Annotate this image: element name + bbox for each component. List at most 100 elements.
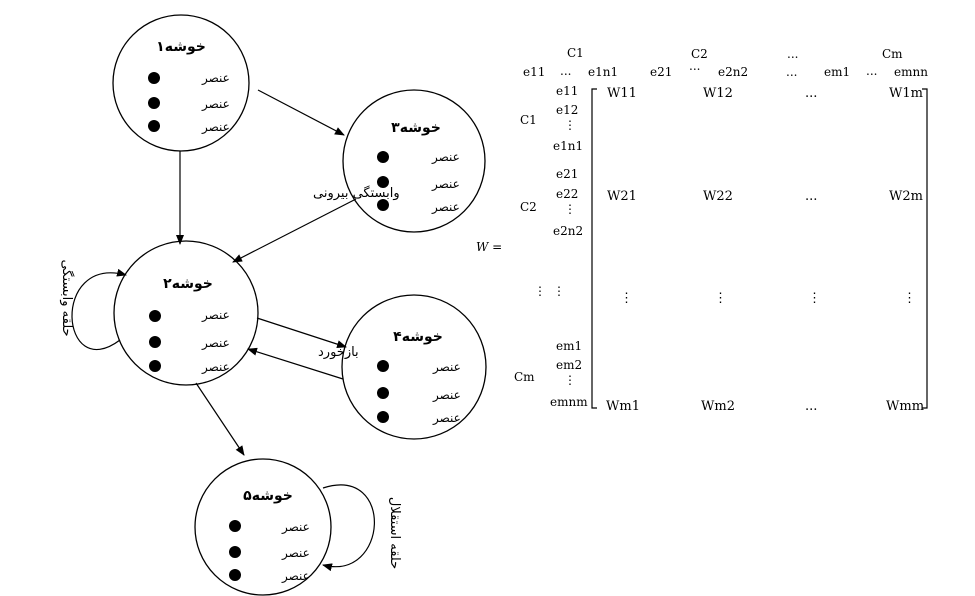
matrix-cell: ...: [805, 86, 817, 101]
col-element-header: e2n2: [718, 65, 748, 79]
element-dot: [377, 176, 389, 188]
element-dot: [377, 360, 389, 372]
col-cluster-header: C2: [691, 47, 708, 61]
element-label: عنصر: [431, 200, 460, 215]
matrix-cell: Wmm: [886, 399, 924, 414]
element-dot: [148, 120, 160, 132]
row-element-label: ⋮: [564, 202, 576, 216]
element-label: عنصر: [431, 150, 460, 165]
element-dot: [377, 387, 389, 399]
row-cluster-label: C1: [520, 113, 537, 127]
element-label: عنصر: [201, 308, 230, 323]
matrix-cell: W22: [703, 189, 733, 204]
independence-loop-label: حلقه استقلال: [387, 497, 402, 569]
col-element-header: e21: [650, 65, 672, 79]
col-cluster-header: ...: [787, 47, 798, 61]
cluster-4: خوشه۴ عنصر عنصر عنصر: [341, 294, 487, 440]
matrix-cell: ⋮: [903, 291, 916, 306]
col-cluster-header: Cm: [882, 47, 903, 61]
matrix-cell: ⋮: [714, 291, 727, 306]
col-element-header: em1: [824, 65, 850, 79]
col-element-header: e11: [523, 65, 545, 79]
cluster-1: خوشه۱ عنصر عنصر عنصر: [112, 14, 250, 152]
element-label: عنصر: [281, 546, 310, 561]
supermatrix: W = C1 C2 ... Cm e11 ... e1n1 e21 ... e2…: [476, 46, 928, 414]
element-label: عنصر: [201, 97, 230, 112]
matrix-left-bracket: [591, 88, 597, 409]
row-element-label: e22: [556, 187, 578, 201]
loop-c5: [322, 484, 375, 572]
matrix-cell: ...: [805, 189, 817, 204]
element-label: عنصر: [281, 520, 310, 535]
element-dot: [229, 569, 241, 581]
edge-c3-c2: [232, 198, 357, 263]
element-label: عنصر: [201, 71, 230, 86]
row-element-label: ⋮: [564, 373, 576, 387]
cluster-5-title: خوشه۵: [243, 488, 293, 504]
edge-c4-c2: [247, 347, 344, 380]
element-dot: [148, 72, 160, 84]
row-element-dots: ⋮: [553, 284, 565, 298]
col-element-header: ...: [786, 65, 797, 79]
matrix-cell: W2m: [889, 189, 923, 204]
cluster-5-circle: [194, 458, 332, 596]
row-cluster-label: Cm: [514, 370, 535, 384]
element-dot: [377, 199, 389, 211]
matrix-cell: Wm2: [701, 399, 735, 414]
edge-c2-c4: [256, 317, 347, 349]
matrix-cell: ⋮: [808, 291, 821, 306]
row-cluster-label: ⋮: [534, 284, 546, 298]
edge-c2-c5: [195, 382, 245, 456]
matrix-symbol: W =: [476, 240, 502, 254]
row-element-label: e11: [556, 84, 578, 98]
matrix-right-bracket: [922, 88, 928, 409]
cluster-3: خوشه۳ عنصر عنصر عنصر: [342, 89, 486, 233]
col-element-header: ...: [866, 64, 877, 78]
dependence-loop-label: حلقه وابستگی: [59, 259, 75, 336]
cluster-2-title: خوشه۲: [163, 276, 213, 292]
element-label: عنصر: [432, 360, 461, 375]
matrix-cell: W1m: [889, 86, 923, 101]
matrix-cell: W11: [607, 86, 637, 101]
loop-c2: [71, 268, 127, 350]
element-dot: [149, 336, 161, 348]
element-dot: [149, 360, 161, 372]
cluster-4-title: خوشه۴: [393, 329, 443, 345]
element-label: عنصر: [432, 411, 461, 426]
cluster-2: خوشه۲ عنصر عنصر عنصر: [113, 240, 259, 386]
col-element-header: e1n1: [588, 65, 618, 79]
element-dot: [229, 546, 241, 558]
element-label: عنصر: [201, 120, 230, 135]
matrix-cell: W12: [703, 86, 733, 101]
element-label: عنصر: [281, 569, 310, 584]
cluster-3-title: خوشه۳: [391, 120, 441, 136]
row-element-label: e12: [556, 103, 578, 117]
matrix-cell: ⋮: [620, 291, 633, 306]
element-dot: [377, 151, 389, 163]
row-element-label: emnm: [550, 395, 588, 409]
element-label: عنصر: [201, 336, 230, 351]
row-element-label: e21: [556, 167, 578, 181]
row-element-label: e1n1: [553, 139, 583, 153]
row-element-label: ⋮: [564, 118, 576, 132]
cluster-1-circle: [112, 14, 250, 152]
col-element-header: ...: [560, 64, 571, 78]
col-cluster-header: C1: [567, 46, 584, 60]
cluster-3-circle: [342, 89, 486, 233]
col-element-header: ...: [689, 59, 700, 73]
element-dot: [149, 310, 161, 322]
cluster-1-title: خوشه۱: [156, 39, 206, 55]
cluster-5: خوشه۵ عنصر عنصر عنصر: [194, 458, 332, 596]
row-cluster-label: C2: [520, 200, 537, 214]
edge-c1-c3: [257, 89, 345, 136]
cluster-4-circle: [341, 294, 487, 440]
matrix-cell: Wm1: [606, 399, 640, 414]
row-element-label: em2: [556, 358, 582, 372]
element-dot: [229, 520, 241, 532]
cluster-2-circle: [113, 240, 259, 386]
element-dot: [148, 97, 160, 109]
outer-dependence-label: وابستگی بیرونی: [313, 185, 400, 201]
col-element-header: emnn: [894, 65, 928, 79]
row-element-label: e2n2: [553, 224, 583, 238]
